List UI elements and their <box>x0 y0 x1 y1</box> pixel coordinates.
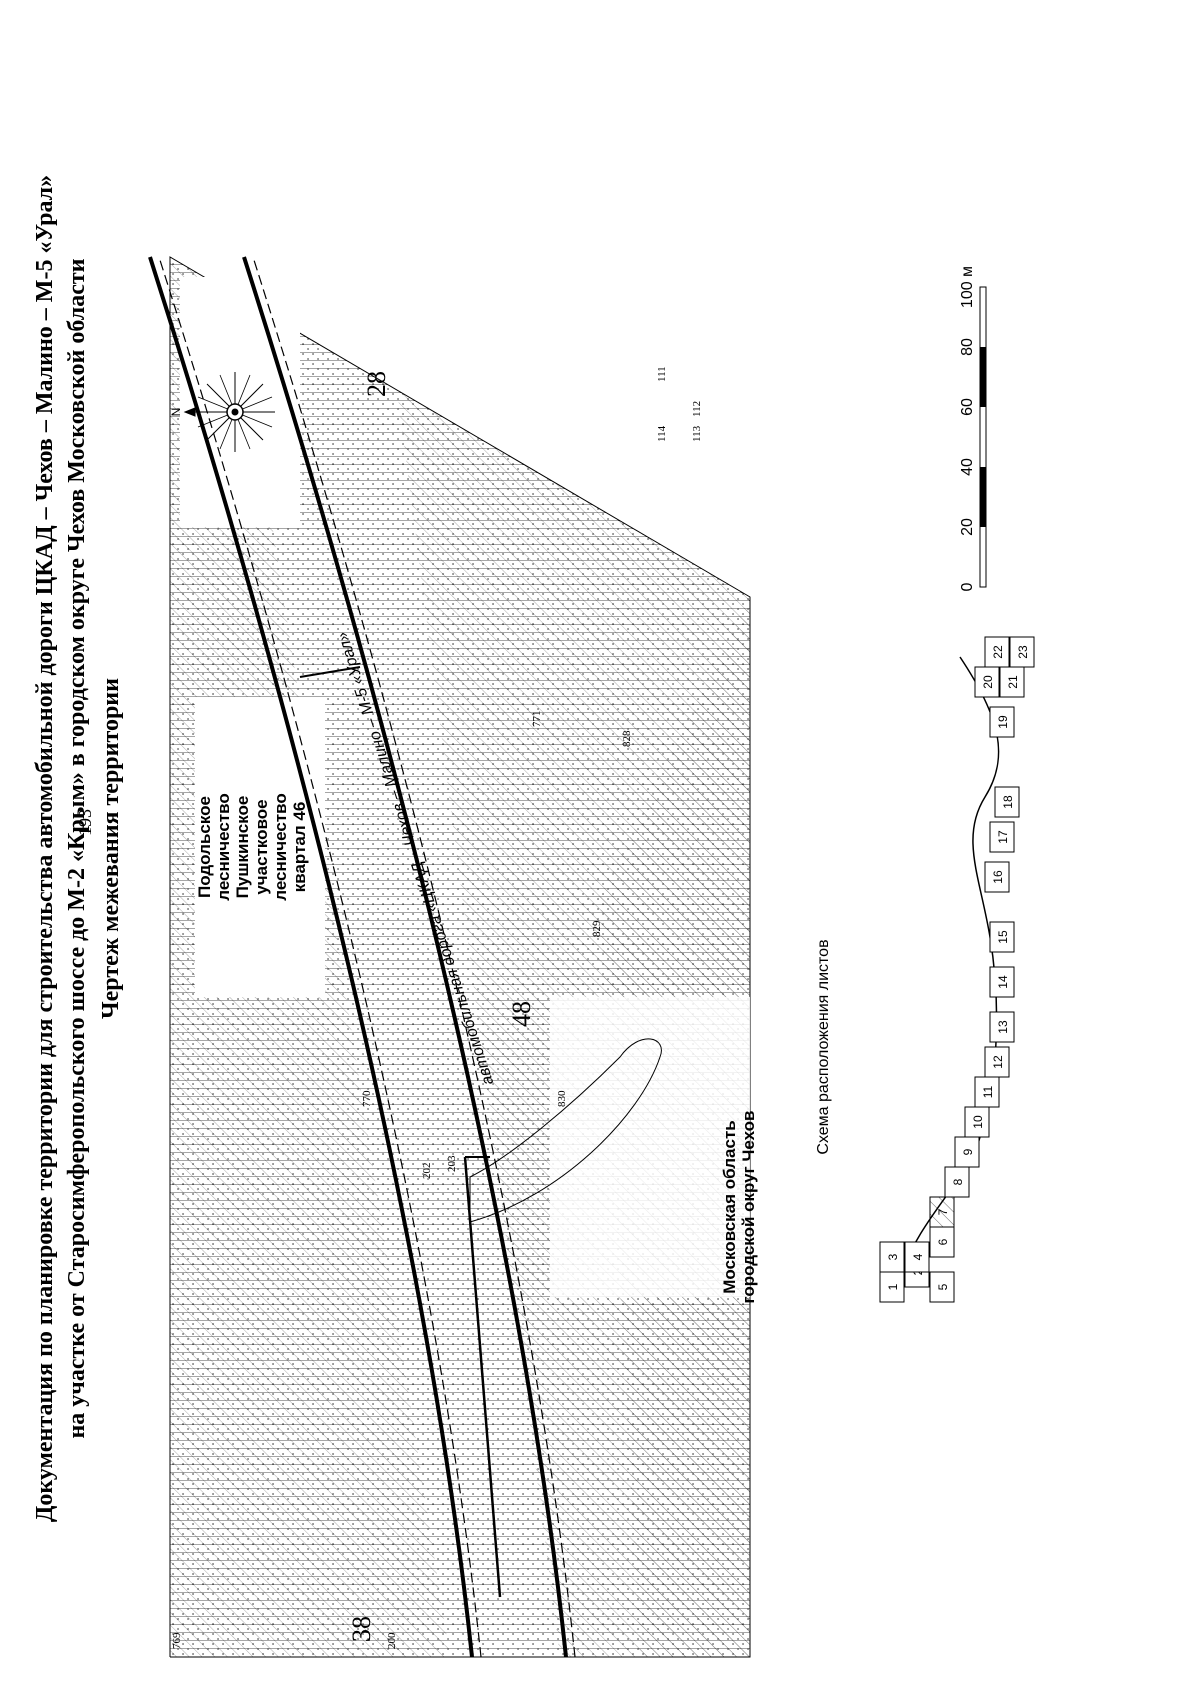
svg-text:769: 769 <box>171 1632 183 1649</box>
svg-text:829: 829 <box>591 920 603 937</box>
svg-text:200: 200 <box>386 1632 398 1649</box>
svg-text:203: 203 <box>446 1155 458 1172</box>
svg-text:114: 114 <box>656 425 668 442</box>
svg-text:771: 771 <box>531 711 543 728</box>
sheet-number: 17 <box>996 830 1010 844</box>
compass-rose-icon <box>183 372 275 452</box>
svg-text:0: 0 <box>959 582 976 591</box>
sheet-number: 1 <box>886 1283 900 1290</box>
sheet-box <box>984 861 1010 893</box>
sheet-box <box>994 786 1020 818</box>
svg-text:Московская область: Московская область <box>720 1120 739 1293</box>
region-label-box <box>550 997 750 1297</box>
quarter-numbers: 38 48 28 <box>347 371 536 1642</box>
svg-text:770: 770 <box>361 1090 373 1107</box>
quarter-28: 28 <box>362 371 391 397</box>
svg-text:828: 828 <box>621 730 633 747</box>
svg-text:80: 80 <box>959 338 976 356</box>
quarter-48: 48 <box>507 1001 536 1027</box>
sheet-box <box>989 921 1015 953</box>
svg-text:квартал 46: квартал 46 <box>290 802 309 893</box>
sheet-box <box>989 821 1015 853</box>
sheet-number: 15 <box>996 930 1010 944</box>
sheet-number: 7 <box>936 1208 950 1215</box>
sheet-number: 14 <box>996 975 1010 989</box>
sheet-number: 19 <box>996 715 1010 729</box>
sheet-box <box>879 1241 905 1273</box>
sheet-box <box>984 636 1010 668</box>
svg-text:участковое: участковое <box>252 799 271 894</box>
svg-text:лесничество: лесничество <box>214 793 233 900</box>
quarter-38: 38 <box>347 1616 376 1642</box>
sheet-scheme-title: Схема расположения листов <box>815 939 832 1154</box>
sheet-number: 11 <box>981 1085 995 1098</box>
sheet-scheme: 1234567891011121314151617181920212223 <box>879 636 1035 1303</box>
sheet-number: 18 <box>1001 795 1015 809</box>
sheet-box <box>989 706 1015 738</box>
sheet-number: 20 <box>981 675 995 689</box>
sheet-number: 13 <box>996 1020 1010 1034</box>
sheet-number: 6 <box>936 1238 950 1245</box>
road-corridor <box>148 256 662 1658</box>
sheet-number: 3 <box>886 1253 900 1260</box>
compass-north-label: N <box>169 408 183 417</box>
sheet-number: 10 <box>971 1115 985 1129</box>
svg-text:Пушкинское: Пушкинское <box>233 796 252 899</box>
svg-text:лесничество: лесничество <box>271 793 290 900</box>
sheet-box <box>989 1011 1015 1043</box>
sheet-number: 8 <box>951 1178 965 1185</box>
sheet-box <box>929 1196 955 1228</box>
svg-text:113: 113 <box>691 425 703 442</box>
svg-text:830: 830 <box>556 1090 568 1107</box>
sheet-number: 23 <box>1016 645 1030 659</box>
sheet-box <box>904 1241 930 1273</box>
svg-text:Подольское: Подольское <box>195 796 214 898</box>
map-area <box>170 257 750 1657</box>
svg-text:40: 40 <box>959 458 976 476</box>
sheet-number: 16 <box>991 870 1005 884</box>
sheet-number: 21 <box>1006 675 1020 689</box>
forestry-label-box <box>195 697 325 997</box>
svg-text:городской округ Чехов: городской округ Чехов <box>739 1110 758 1303</box>
svg-text:112: 112 <box>691 401 703 417</box>
sheet-box <box>989 966 1015 998</box>
compass-box <box>180 277 300 527</box>
scale-bar: 0 20 40 60 80 100 м <box>959 266 987 591</box>
svg-text:111: 111 <box>656 366 668 382</box>
region-label: Московская область городской округ Чехов <box>720 1110 758 1303</box>
svg-text:60: 60 <box>959 398 976 416</box>
sheet-number: 9 <box>961 1148 975 1155</box>
svg-text:202: 202 <box>421 1163 433 1180</box>
point-labels: 769 770 771 828 829 830 111 112 113 114 … <box>171 366 703 1649</box>
forestry-label: Подольское лесничество Пушкинское участк… <box>195 793 309 900</box>
sheet-box <box>1009 636 1035 668</box>
sheet-box <box>929 1271 955 1303</box>
sheet-box <box>984 1046 1010 1078</box>
sheet-number: 4 <box>911 1253 925 1260</box>
sheet-number: 12 <box>991 1055 1005 1069</box>
sheet-number: 5 <box>936 1283 950 1290</box>
svg-text:100 м: 100 м <box>959 266 976 308</box>
sheet-number: 22 <box>991 645 1005 659</box>
svg-text:20: 20 <box>959 518 976 536</box>
